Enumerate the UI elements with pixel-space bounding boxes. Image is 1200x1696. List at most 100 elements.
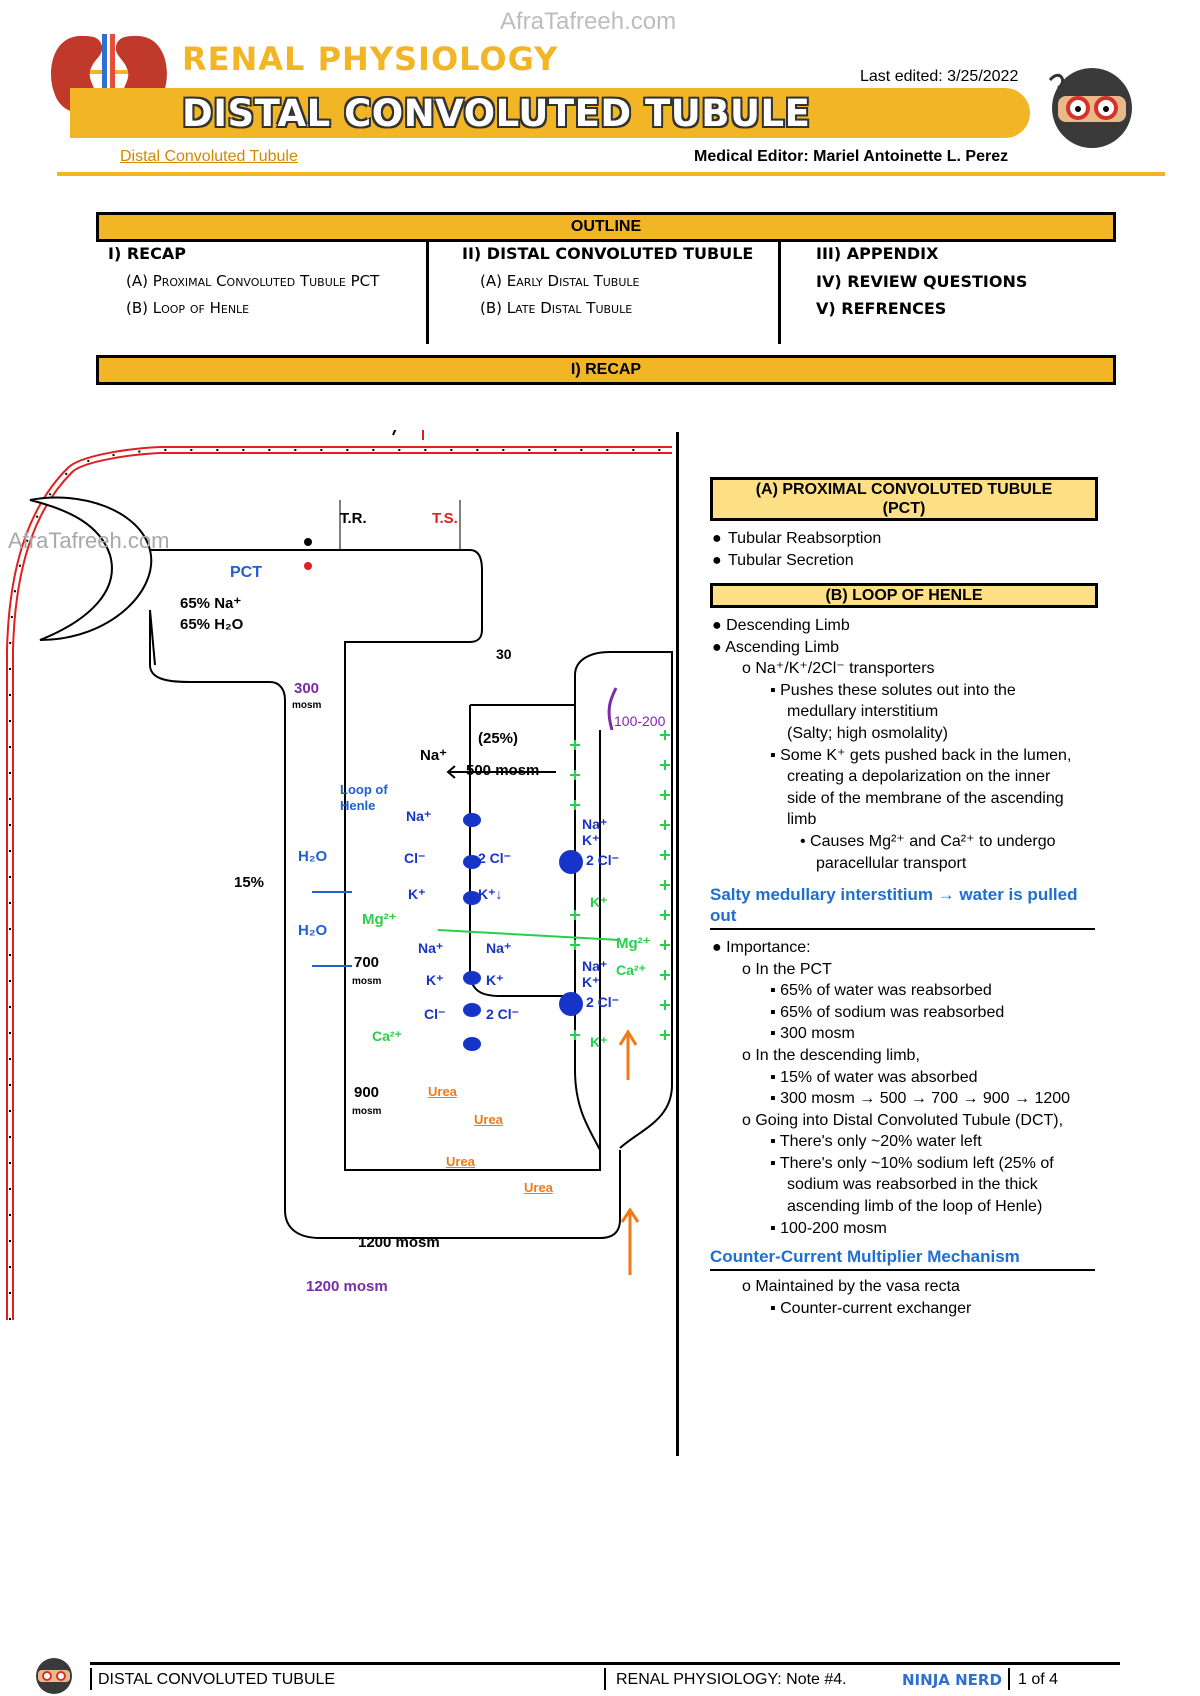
outline-item[interactable]: (A) Proximal Convoluted Tubule PCT <box>126 272 380 290</box>
outline-item[interactable]: IV) REVIEW QUESTIONS <box>816 272 1028 291</box>
pct-heading-line2: (PCT) <box>882 500 926 517</box>
label-ts: T.S. <box>432 510 458 527</box>
ion-na: Na⁺ <box>418 940 444 956</box>
ninja-avatar-icon <box>1048 68 1132 148</box>
label-mosm: mosm <box>292 700 322 711</box>
list-item: (Salty; high osmolality) <box>787 725 948 742</box>
list-item: medullary interstitium <box>787 703 939 720</box>
ion-k: K⁺ <box>408 886 426 902</box>
salty-heading: Salty medullary interstitium → water is … <box>710 885 1078 904</box>
list-item: ▪ 300 mosm <box>770 1025 855 1042</box>
label-mosm: mosm <box>352 1106 382 1117</box>
label-mosm: mosm <box>352 976 382 987</box>
list-item: o Maintained by the vasa recta <box>742 1278 960 1295</box>
ion-2cl: 2 Cl⁻ <box>586 852 620 868</box>
label-pct-edge: 30 <box>496 646 512 662</box>
page-number: 1 of 4 <box>1018 1671 1059 1688</box>
label-na: Na⁺ <box>420 747 448 764</box>
outline-heading: OUTLINE <box>96 212 1116 242</box>
list-item: sodium was reabsorbed in the thick <box>787 1176 1038 1193</box>
label-900: 900 <box>354 1084 380 1101</box>
label-range: 100-200 <box>614 713 666 729</box>
list-item: ▪ Counter-current exchanger <box>770 1300 972 1317</box>
last-edited: Last edited: 3/25/2022 <box>860 68 1019 85</box>
outline-item[interactable]: I) RECAP <box>108 244 186 263</box>
nephron-diagram <box>6 430 673 1320</box>
label-1200b: 1200 mosm <box>306 1278 388 1295</box>
loh-section-heading: (B) LOOP OF HENLE <box>710 583 1098 608</box>
salty-heading-cont: out <box>710 906 737 925</box>
header-rule <box>57 172 1165 176</box>
footer-divider <box>1008 1668 1010 1690</box>
ion-k: K⁺ <box>486 972 504 988</box>
ion-k: K⁺ <box>590 894 608 910</box>
list-item: o In the PCT <box>742 961 832 978</box>
label-na65: 65% Na⁺ <box>180 595 242 612</box>
list-item: ▪ Some K⁺ gets pushed back in the lumen, <box>770 747 1072 764</box>
ion-na: Na⁺ <box>582 816 608 832</box>
outline-divider <box>778 242 781 344</box>
outline-item[interactable]: III) APPENDIX <box>816 244 939 263</box>
outline-item[interactable]: (B) Late Distal Tubule <box>480 299 633 317</box>
list-item: o Na⁺/K⁺/2Cl⁻ transporters <box>742 660 935 677</box>
ninja-nerd-logo: NINJA NERD <box>902 1671 1002 1689</box>
ion-na: Na⁺ <box>486 940 512 956</box>
label-urea: Urea <box>428 1084 457 1099</box>
list-item: ▪ There's only ~10% sodium left (25% of <box>770 1155 1054 1172</box>
ion-na: Na⁺ <box>406 808 432 824</box>
list-item: ▪ 65% of water was reabsorbed <box>770 982 992 999</box>
list-item: o In the descending limb, <box>742 1047 920 1064</box>
list-item: ● Descending Limb <box>712 617 850 634</box>
footer-note: RENAL PHYSIOLOGY: Note #4. <box>616 1671 847 1688</box>
label-1200: 1200 mosm <box>358 1234 440 1251</box>
ion-cl: Cl⁻ <box>404 850 426 866</box>
column-divider <box>676 432 679 1456</box>
ion-mg: Mg²⁺ <box>362 911 397 928</box>
outline-divider <box>426 242 429 344</box>
list-item: ▪ Pushes these solutes out into the <box>770 682 1016 699</box>
video-link[interactable]: Distal Convoluted Tubule <box>120 148 298 165</box>
label-loop: Loop of Henle <box>340 782 388 813</box>
label-urea: Urea <box>524 1180 553 1195</box>
topic-title: DISTAL CONVOLUTED TUBULE <box>182 92 811 135</box>
label-tr: T.R. <box>340 510 367 527</box>
ion-ca: Ca²⁺ <box>372 1028 402 1044</box>
outline-item[interactable]: (A) Early Distal Tubule <box>480 272 640 290</box>
label-h2o: H₂O <box>298 848 328 865</box>
list-item: • Causes Mg²⁺ and Ca²⁺ to undergo <box>800 833 1056 850</box>
ion-ca: Ca²⁺ <box>616 962 646 978</box>
title-band <box>70 88 1030 138</box>
list-item: Tubular Secretion <box>728 552 854 569</box>
label-h2o: H₂O <box>298 922 328 939</box>
list-item: ● Importance: <box>712 939 811 956</box>
label-700: 700 <box>354 954 380 971</box>
outline-item[interactable]: (B) Loop of Henle <box>126 299 250 317</box>
recap-heading: I) RECAP <box>96 355 1116 385</box>
ion-cl: Cl⁻ <box>424 1006 446 1022</box>
label-25pct: (25%) <box>478 730 519 747</box>
watermark: AfraTafreeh.com <box>8 528 170 553</box>
ion-2cl: 2 Cl⁻ <box>478 850 512 866</box>
footer-divider <box>90 1668 92 1690</box>
ion-k: K⁺ <box>582 974 600 990</box>
label-h2o65: 65% H₂O <box>180 616 244 633</box>
outline-item[interactable]: II) DISTAL CONVOLUTED TUBULE <box>462 244 754 263</box>
ninja-footer-icon <box>36 1658 72 1694</box>
list-item: o Going into Distal Convoluted Tubule (D… <box>742 1112 1064 1129</box>
list-item: creating a depolarization on the inner <box>787 768 1051 785</box>
ion-2cl: 2 Cl⁻ <box>486 1006 520 1022</box>
list-item: ▪ 15% of water was absorbed <box>770 1069 978 1086</box>
outline-item[interactable]: V) REFRENCES <box>816 299 947 318</box>
list-item: limb <box>787 811 817 828</box>
label-urea: Urea <box>474 1112 503 1127</box>
ion-k: K⁺ <box>582 832 600 848</box>
list-item: ascending limb of the loop of Henle) <box>787 1198 1043 1215</box>
ion-k-down: K⁺↓ <box>478 886 503 902</box>
list-item: paracellular transport <box>816 855 967 872</box>
list-item: ▪ 65% of sodium was reabsorbed <box>770 1004 1005 1021</box>
subject-title: RENAL PHYSIOLOGY <box>182 40 559 78</box>
label-pct: PCT <box>230 564 262 581</box>
list-item: Tubular Reabsorption <box>728 530 882 547</box>
label-urea: Urea <box>446 1154 475 1169</box>
footer-rule <box>90 1662 1120 1665</box>
